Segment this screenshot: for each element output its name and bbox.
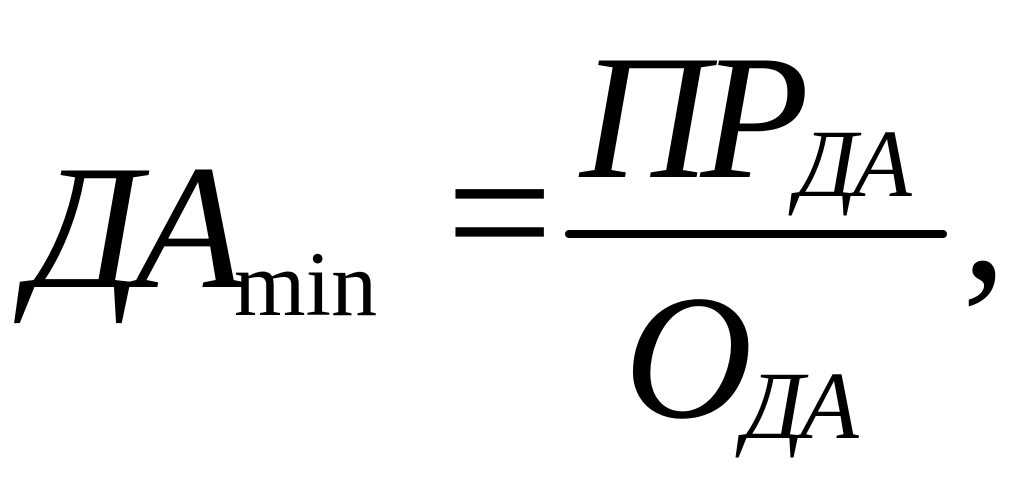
numerator-subscript: ДА: [796, 110, 912, 217]
denominator-symbol: О: [624, 258, 753, 456]
lhs-symbol: ДА: [28, 128, 244, 326]
trailing-comma: ,: [962, 120, 1007, 318]
equals-sign: =: [446, 108, 554, 318]
denominator-subscript: ДА: [743, 352, 859, 459]
lhs-subscript: min: [234, 233, 378, 335]
fraction-bar: [565, 230, 947, 238]
numerator-symbol: ПР: [580, 18, 809, 216]
